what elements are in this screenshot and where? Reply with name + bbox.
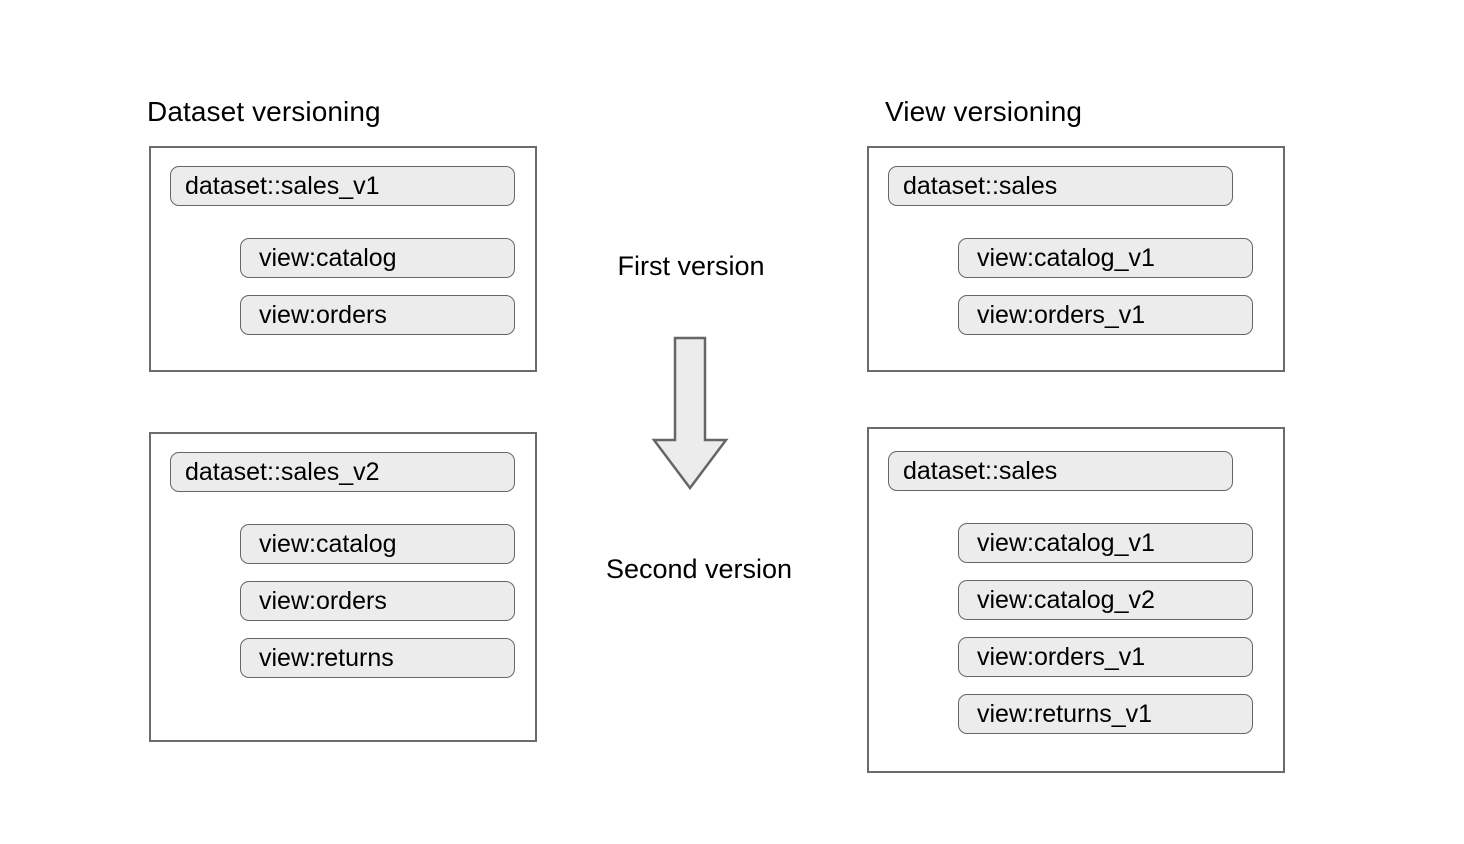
- view-pill[interactable]: view:orders: [240, 295, 515, 335]
- dataset-pill[interactable]: dataset::sales_v1: [170, 166, 515, 206]
- center-label-second-version: Second version: [605, 554, 793, 584]
- view-pill[interactable]: view:catalog_v1: [958, 238, 1253, 278]
- view-pill[interactable]: view:catalog_v1: [958, 523, 1253, 563]
- center-label-first-version: First version: [617, 251, 765, 281]
- dataset-pill[interactable]: dataset::sales_v2: [170, 452, 515, 492]
- view-pill[interactable]: view:returns_v1: [958, 694, 1253, 734]
- view-pill[interactable]: view:catalog_v2: [958, 580, 1253, 620]
- down-arrow-icon: [651, 336, 729, 492]
- view-pill[interactable]: view:orders_v1: [958, 637, 1253, 677]
- view-pill[interactable]: view:catalog: [240, 238, 515, 278]
- dataset-pill[interactable]: dataset::sales: [888, 166, 1233, 206]
- group-box-dataset-sales-v1: dataset::sales_v1 view:catalog view:orde…: [149, 146, 537, 372]
- column-heading-view-versioning: View versioning: [885, 96, 1083, 127]
- view-pill[interactable]: view:returns: [240, 638, 515, 678]
- view-pill[interactable]: view:catalog: [240, 524, 515, 564]
- group-box-view-sales-second: dataset::sales view:catalog_v1 view:cata…: [867, 427, 1285, 773]
- view-pill[interactable]: view:orders_v1: [958, 295, 1253, 335]
- group-box-view-sales-first: dataset::sales view:catalog_v1 view:orde…: [867, 146, 1285, 372]
- group-box-dataset-sales-v2: dataset::sales_v2 view:catalog view:orde…: [149, 432, 537, 742]
- view-pill[interactable]: view:orders: [240, 581, 515, 621]
- dataset-pill[interactable]: dataset::sales: [888, 451, 1233, 491]
- column-heading-dataset-versioning: Dataset versioning: [147, 96, 381, 127]
